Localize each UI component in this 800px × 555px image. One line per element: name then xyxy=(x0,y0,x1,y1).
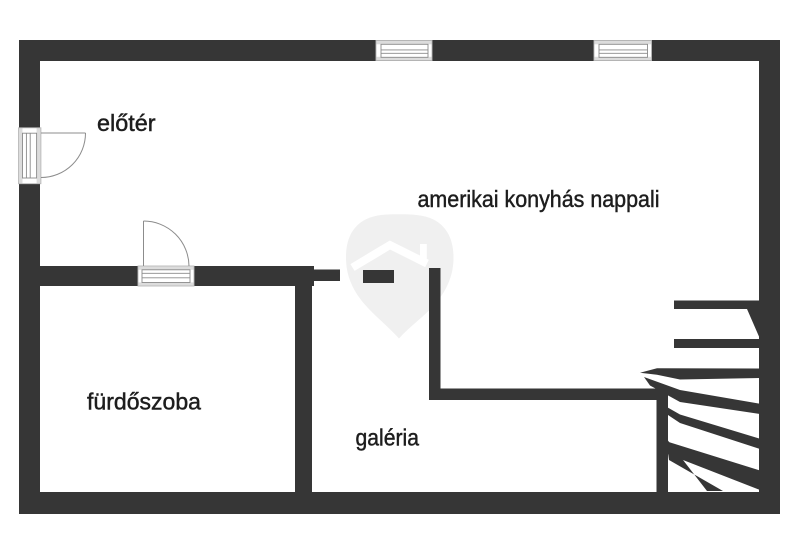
svg-text:galéria: galéria xyxy=(356,425,420,451)
svg-text:előtér: előtér xyxy=(97,110,156,136)
svg-text:amerikai konyhás nappali: amerikai konyhás nappali xyxy=(418,186,660,212)
svg-text:fürdőszoba: fürdőszoba xyxy=(87,388,201,414)
